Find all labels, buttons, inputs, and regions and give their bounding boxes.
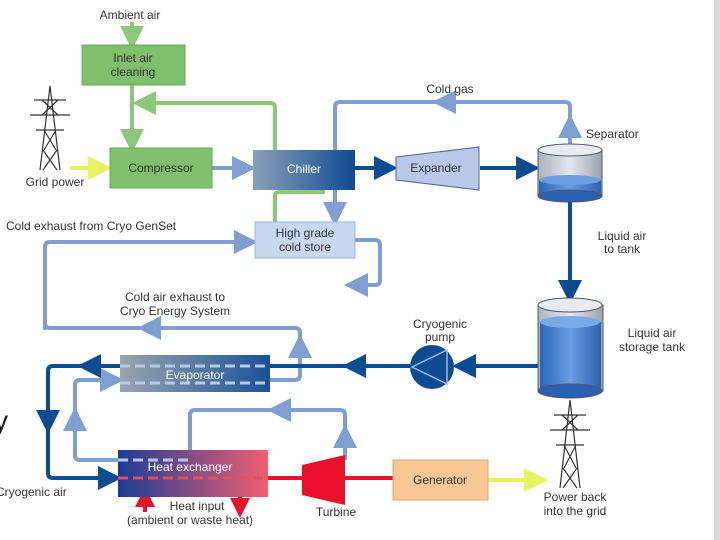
heat-exchanger-label: Heat exchanger bbox=[148, 460, 233, 474]
generator-label: Generator bbox=[413, 473, 467, 487]
liquid-air-to-tank-label-1: Liquid air bbox=[598, 229, 647, 243]
chiller-box: Chiller bbox=[253, 150, 355, 190]
storage-tank-label-2: storage tank bbox=[619, 340, 686, 354]
liquid-air-to-tank-label-2: to tank bbox=[604, 242, 641, 256]
inlet-air-cleaning-label-2: cleaning bbox=[111, 65, 156, 79]
chiller-label: Chiller bbox=[287, 162, 321, 176]
high-grade-cold-store-box: High grade cold store bbox=[254, 221, 356, 259]
turbine-label: Turbine bbox=[316, 505, 357, 519]
compressor-label: Compressor bbox=[128, 161, 193, 175]
power-back-label-2: into the grid bbox=[544, 504, 607, 518]
cold-store-label-2: cold store bbox=[279, 240, 331, 254]
storage-tank-label-1: Liquid air bbox=[628, 326, 677, 340]
cold-gas-label: Cold gas bbox=[426, 82, 473, 96]
compressor-box: Compressor bbox=[109, 147, 213, 189]
dark-blue-flow bbox=[36, 156, 582, 490]
expander-label: Expander bbox=[410, 161, 461, 175]
cold-air-exhaust-label-2: Cryo Energy System bbox=[120, 304, 230, 318]
cryogenic-pump-label-1: Cryogenic bbox=[413, 317, 467, 331]
cryogenic-air-label: Cryogenic air bbox=[0, 485, 67, 499]
cold-store-label-1: High grade bbox=[276, 226, 335, 240]
evaporator-box: Evaporator bbox=[120, 355, 270, 392]
green-air-flow bbox=[120, 22, 325, 232]
generator-box: Generator bbox=[392, 459, 489, 501]
right-edge-strip bbox=[714, 0, 720, 540]
inlet-air-cleaning-label-1: Inlet air bbox=[113, 51, 152, 65]
liquid-air-storage-tank bbox=[537, 297, 604, 399]
edge-text-fragment: y bbox=[0, 405, 8, 436]
ambient-air-label: Ambient air bbox=[100, 8, 161, 22]
separator-vessel bbox=[537, 143, 603, 203]
grid-return-tower-icon bbox=[550, 399, 590, 489]
heat-input-label-2: (ambient or waste heat) bbox=[127, 513, 253, 527]
light-blue-flow bbox=[43, 90, 582, 462]
cold-air-exhaust-label-1: Cold air exhaust to bbox=[125, 290, 225, 304]
cryogenic-pump bbox=[410, 345, 454, 389]
cryogenic-pump-label-2: pump bbox=[425, 330, 455, 344]
turbine bbox=[302, 455, 345, 505]
heat-input-label-1: Heat input bbox=[170, 499, 225, 513]
cold-exhaust-genset-label: Cold exhaust from Cryo GenSet bbox=[6, 219, 177, 233]
heat-exchanger-box: Heat exchanger bbox=[118, 450, 268, 497]
inlet-air-cleaning-box: Inlet air cleaning bbox=[81, 44, 186, 86]
grid-power-label: Grid power bbox=[26, 175, 85, 189]
grid-power-tower-icon bbox=[30, 85, 70, 171]
separator-label: Separator bbox=[586, 127, 639, 141]
power-back-label-1: Power back bbox=[544, 490, 608, 504]
evaporator-label: Evaporator bbox=[166, 368, 225, 382]
expander: Expander bbox=[395, 146, 480, 191]
